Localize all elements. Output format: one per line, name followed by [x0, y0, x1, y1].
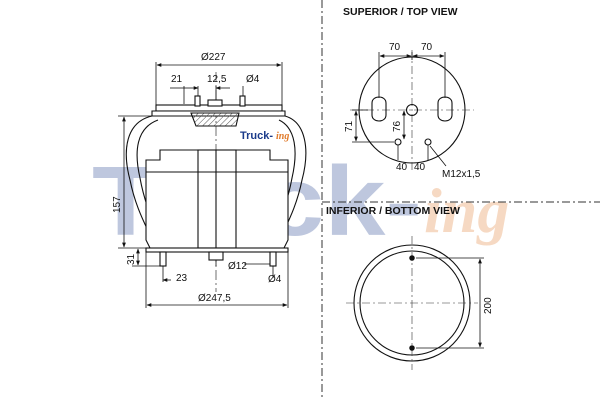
dim-label-phi4-bottom: Ø4 — [268, 274, 282, 285]
stud-hole-a — [394, 138, 402, 146]
center-hole — [405, 103, 419, 117]
top-stud-right — [239, 95, 246, 107]
top-dimension-labels: 70 70 71 76 40 40 M12x1,5 — [344, 42, 481, 180]
bottom-stud-right — [269, 251, 277, 267]
inline-logo-text: Truck- — [240, 130, 273, 142]
top-dimensions — [352, 52, 447, 167]
dim-label-phi12: Ø12 — [228, 261, 247, 272]
side-view — [125, 72, 307, 292]
bottom-view-title: INFERIOR / BOTTOM VIEW — [326, 205, 460, 217]
top-stud-center — [207, 99, 223, 107]
dim-label-70-right: 70 — [421, 42, 433, 53]
dim-label-21: 21 — [171, 74, 183, 85]
dim-label-12-5: 12,5 — [207, 74, 227, 85]
dim-label-76: 76 — [392, 120, 403, 132]
slot-right — [437, 96, 453, 122]
piston-body — [145, 149, 289, 249]
thread-label: M12x1,5 — [442, 169, 481, 180]
bottom-dimensions — [416, 257, 484, 349]
piston-hatched-block — [190, 112, 240, 127]
stud-hole-b — [424, 138, 432, 146]
dim-label-40-right: 40 — [414, 162, 426, 173]
bottom-stud-center — [208, 251, 224, 261]
dim-label-71: 71 — [344, 120, 355, 132]
inline-logo-suffix: ing — [276, 131, 289, 142]
dim-label-200: 200 — [483, 297, 494, 314]
dim-label-227: Ø227 — [201, 52, 226, 63]
bottom-view — [346, 236, 478, 370]
top-view-title: SUPERIOR / TOP VIEW — [343, 6, 458, 18]
bottom-stud-bottom — [409, 345, 415, 351]
top-stud-left — [194, 95, 201, 107]
inline-logo: Truck- ing — [240, 130, 289, 142]
dim-label-70-left: 70 — [389, 42, 401, 53]
slot-left — [371, 96, 387, 122]
dim-label-247-5: Ø247,5 — [198, 293, 231, 304]
dim-label-phi4-top: Ø4 — [246, 74, 260, 85]
dim-label-157: 157 — [112, 196, 123, 213]
base-plate — [145, 247, 289, 253]
bottom-stud-left — [159, 251, 167, 267]
dim-label-31: 31 — [126, 253, 137, 265]
dim-label-40-left: 40 — [396, 162, 408, 173]
dim-label-23: 23 — [176, 273, 188, 284]
watermark-suffix: ing — [424, 175, 509, 246]
side-dimensions — [118, 62, 289, 308]
bottom-stud-top — [409, 255, 415, 261]
side-dimension-labels: Ø227 21 12,5 Ø4 157 31 23 Ø12 Ø4 Ø247,5 — [112, 52, 282, 304]
